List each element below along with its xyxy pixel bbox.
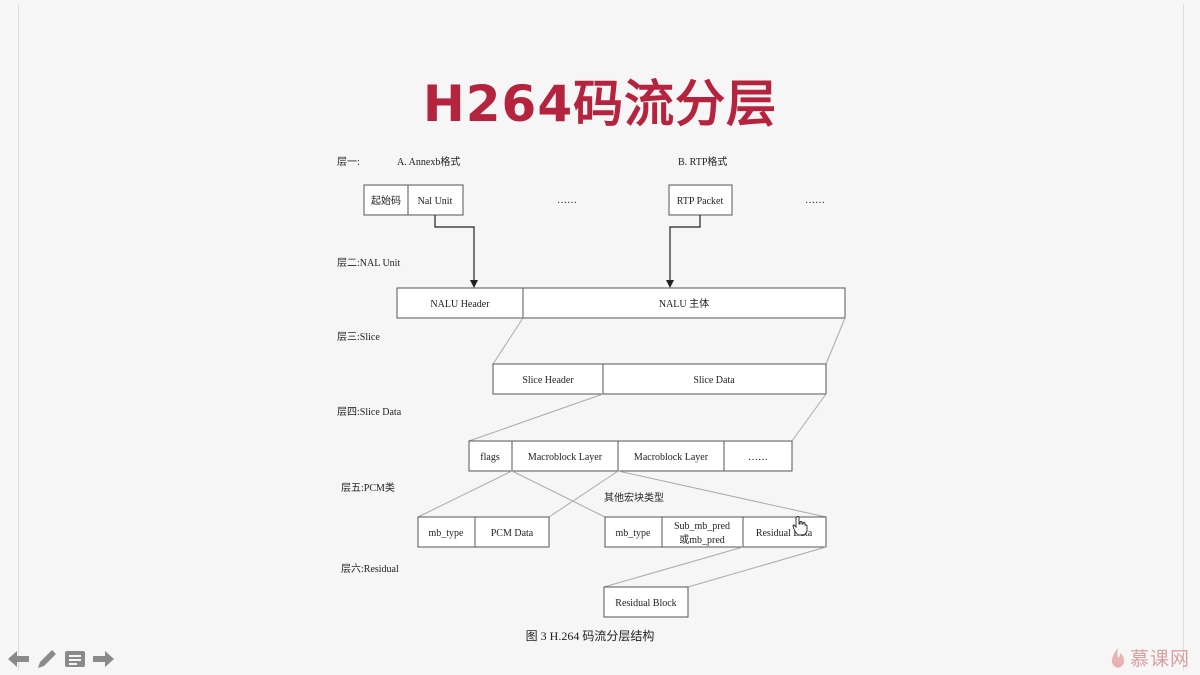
connector-nalu-slice-right xyxy=(825,317,846,365)
slice-header-box: Slice Header xyxy=(492,363,604,395)
svg-text:……: …… xyxy=(748,452,768,463)
connector-mb-other-left xyxy=(511,470,606,518)
svg-text:Slice Data: Slice Data xyxy=(693,375,735,386)
hand-cursor-icon xyxy=(792,516,808,536)
connector-mb-pcm-left xyxy=(417,470,513,518)
svg-text:Residual Block: Residual Block xyxy=(615,598,676,609)
connector-nalu-slice-left xyxy=(492,317,524,365)
rtp-packet-box: RTP Packet xyxy=(668,184,733,216)
layer6-label: 层六:Residual xyxy=(341,563,399,575)
svg-text:NALU Header: NALU Header xyxy=(430,299,490,310)
svg-text:PCM Data: PCM Data xyxy=(491,528,534,539)
macroblock-layer-box-1: Macroblock Layer xyxy=(511,440,619,472)
flame-logo-icon xyxy=(1111,647,1125,668)
figure-caption: 图 3 H.264 码流分层结构 xyxy=(526,628,655,643)
svg-text:mb_type: mb_type xyxy=(429,528,465,539)
other-mb-type-box: mb_type xyxy=(604,516,663,548)
nal-unit-box: Nal Unit xyxy=(407,184,464,216)
svg-text:flags: flags xyxy=(480,452,500,463)
slides-menu-icon[interactable] xyxy=(62,646,88,672)
macroblock-layer-box-2: Macroblock Layer xyxy=(617,440,725,472)
layer4-label: 层四:Slice Data xyxy=(337,406,402,418)
connector-residual-right xyxy=(687,546,827,588)
svg-text:或mb_pred: 或mb_pred xyxy=(679,534,725,546)
nalu-header-box: NALU Header xyxy=(396,287,524,319)
ellipsis-box: …… xyxy=(723,440,793,472)
slide-title: H264码流分层 xyxy=(422,75,778,133)
connector-slicedata-left xyxy=(468,393,604,442)
other-mb-types-label: 其他宏块类型 xyxy=(604,491,664,504)
svg-text:Macroblock Layer: Macroblock Layer xyxy=(528,452,603,463)
svg-text:NALU 主体: NALU 主体 xyxy=(659,298,709,310)
arrow-nal-unit-to-nalu xyxy=(434,215,478,288)
connector-residual-left xyxy=(603,546,744,588)
flags-box: flags xyxy=(468,440,513,472)
svg-text:mb_type: mb_type xyxy=(616,528,652,539)
svg-text:Macroblock Layer: Macroblock Layer xyxy=(634,452,709,463)
layer5-label: 层五:PCM类 xyxy=(341,481,395,494)
ellipsis-rtp: …… xyxy=(805,195,825,206)
connector-slicedata-right xyxy=(791,393,827,442)
annexb-format-label: A. Annexb格式 xyxy=(397,155,460,168)
rtp-format-label: B. RTP格式 xyxy=(678,155,727,168)
brand-name: 慕课网 xyxy=(1129,648,1190,670)
arrow-rtp-to-nalu xyxy=(666,215,701,288)
svg-text:Slice Header: Slice Header xyxy=(522,375,574,386)
layer3-label: 层三:Slice xyxy=(337,331,380,343)
arrow-right-icon[interactable] xyxy=(90,646,116,672)
nalu-body-box: NALU 主体 xyxy=(522,287,846,319)
slideshow-toolbar xyxy=(6,646,116,672)
start-code-box: 起始码 xyxy=(363,184,409,216)
svg-text:Sub_mb_pred: Sub_mb_pred xyxy=(674,521,730,532)
residual-data-box: Residual Data xyxy=(742,516,827,548)
pcm-mb-type-box: mb_type xyxy=(417,516,476,548)
svg-text:Residual Data: Residual Data xyxy=(756,528,813,539)
slice-data-box: Slice Data xyxy=(602,363,827,395)
arrow-left-icon[interactable] xyxy=(6,646,32,672)
pencil-icon[interactable] xyxy=(34,646,60,672)
layer2-label: 层二:NAL Unit xyxy=(337,257,400,269)
connector-mb-other-right xyxy=(617,470,827,518)
svg-text:起始码: 起始码 xyxy=(371,194,401,207)
pcm-data-box: PCM Data xyxy=(474,516,550,548)
residual-block-box: Residual Block xyxy=(603,586,689,618)
layer1-label: 层一: xyxy=(337,156,360,168)
svg-text:RTP Packet: RTP Packet xyxy=(677,196,724,207)
svg-text:Nal Unit: Nal Unit xyxy=(418,196,453,207)
ellipsis-annexb: …… xyxy=(557,195,577,206)
connector-mb-pcm-right xyxy=(548,470,619,518)
sub-mb-pred-box: Sub_mb_pred 或mb_pred xyxy=(661,516,744,548)
brand-watermark: 慕课网 xyxy=(1109,644,1190,671)
